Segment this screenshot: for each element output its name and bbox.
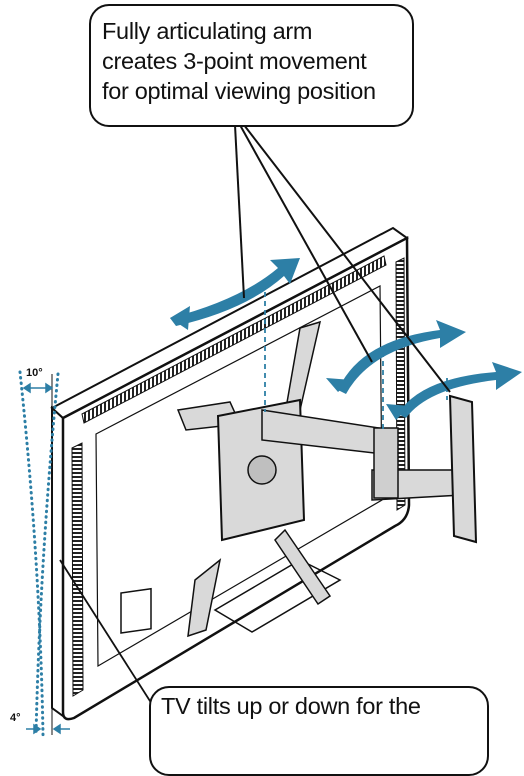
tv-left-vent <box>71 442 84 697</box>
mount-hub <box>247 455 277 485</box>
tv-port-box <box>120 587 152 634</box>
tilt-down-arrow <box>26 723 70 735</box>
tilt-up-dotted <box>18 370 45 737</box>
callout-tilt: TV tilts up or down for the <box>149 686 489 776</box>
callout-leaders-top <box>234 124 451 393</box>
callout-bottom-line-1: TV tilts up or down for the <box>161 693 421 719</box>
wall-plate <box>448 394 478 544</box>
tilt-up-arrow <box>22 382 54 394</box>
vesa-bracket-lower-right <box>274 528 332 606</box>
callout-top-line-3: for optimal viewing position <box>102 78 376 104</box>
tilt-down-label: 4° <box>10 712 21 724</box>
wall-mount-plate <box>176 320 478 638</box>
arm-joint <box>373 427 399 499</box>
swivel-arrow-middle <box>326 320 466 394</box>
tilt-up-label: 10° <box>26 367 43 379</box>
tv-mount-illustration <box>18 124 522 737</box>
tv-stand-slot <box>213 559 342 633</box>
swivel-arrow-left <box>170 258 300 330</box>
callout-leader-bottom <box>59 559 158 713</box>
callout-top-line-2: creates 3-point movement <box>102 48 367 74</box>
swivel-arrow-right <box>386 362 522 420</box>
tilt-down-dotted <box>34 372 60 737</box>
vesa-bracket-lower-left <box>187 558 222 638</box>
callout-articulating-arm: Fully articulating arm creates 3-point m… <box>89 4 414 127</box>
tv-top-vent <box>81 255 387 424</box>
tilt-indicator <box>18 370 70 737</box>
callout-top-line-1: Fully articulating arm <box>102 18 313 44</box>
